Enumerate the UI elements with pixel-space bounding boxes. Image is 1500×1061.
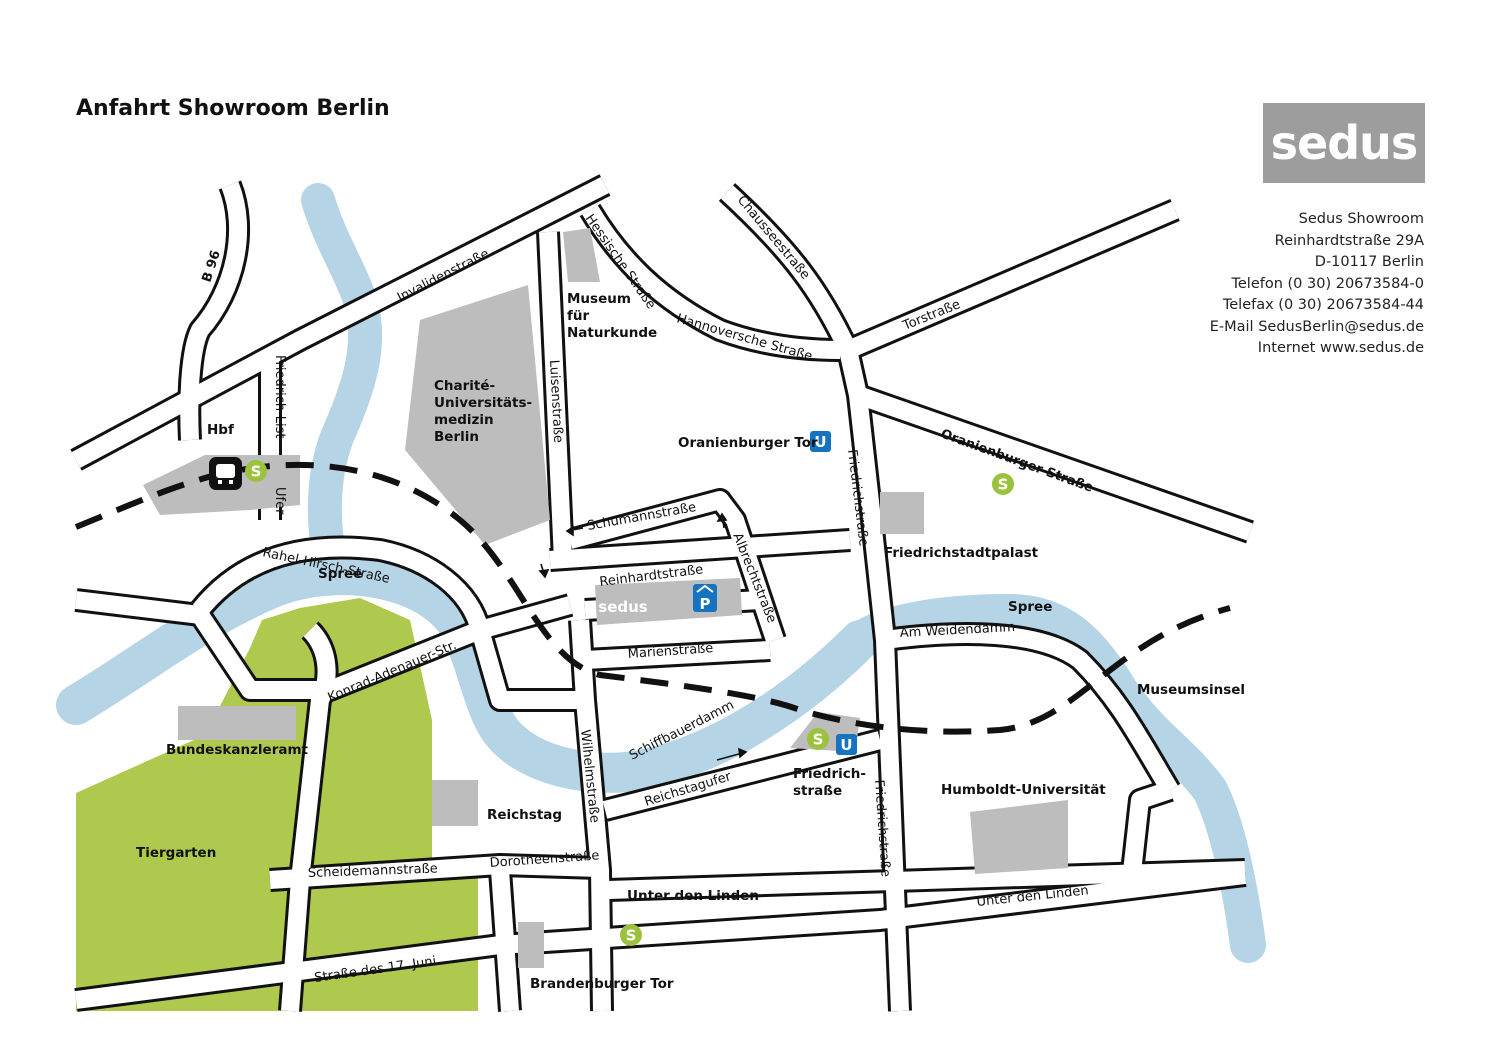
svg-text:U: U: [814, 433, 826, 451]
sedus-building-label: sedus: [598, 598, 648, 616]
label-tiergarten: Tiergarten: [136, 845, 216, 861]
label-charite: medizin: [434, 412, 494, 428]
brandenburger-tor-building: [518, 922, 544, 968]
s-bahn-icon: S: [245, 460, 267, 482]
street-am-weidendamm: Am Weidendamm: [899, 620, 1015, 641]
charite-building: [405, 285, 550, 545]
label-charite: Universitäts-: [434, 395, 532, 411]
svg-text:P: P: [700, 595, 711, 613]
street-marienstrasse: Marienstraße: [627, 641, 714, 662]
hbf-train-icon: [209, 457, 242, 490]
street-ufer: Ufer: [272, 487, 287, 515]
s-bahn-icon: S: [992, 473, 1014, 495]
u-bahn-icon: U: [836, 734, 857, 755]
street-unter-den-linden-west: Unter den Linden: [627, 888, 759, 904]
museum-building: [563, 228, 600, 282]
humboldt-building: [970, 800, 1068, 874]
street-friedrichstrasse-south: Friedrichstraße: [871, 779, 893, 877]
label-museum: Naturkunde: [567, 325, 657, 341]
address-email[interactable]: E-Mail SedusBerlin@sedus.de: [1209, 318, 1424, 335]
reichstag-building: [432, 780, 478, 826]
label-reichstag: Reichstag: [487, 807, 562, 823]
address-fax: Telefax (0 30) 20673584-44: [1222, 297, 1424, 313]
label-friedrichstrasse: Friedrich-: [793, 766, 866, 782]
page-title: Anfahrt Showroom Berlin: [76, 96, 390, 121]
streets: [70, 174, 1254, 1012]
address-street: Reinhardtstraße 29A: [1274, 232, 1424, 249]
label-museum: für: [567, 308, 589, 324]
label-museum: Museum: [567, 291, 631, 307]
label-museumsinsel: Museumsinsel: [1137, 682, 1245, 698]
label-brandenburger-tor: Brandenburger Tor: [530, 976, 674, 992]
svg-text:S: S: [251, 463, 262, 481]
s-bahn-icon: S: [807, 728, 829, 750]
address-company: Sedus Showroom: [1298, 211, 1424, 227]
address-city: D-10117 Berlin: [1314, 254, 1424, 270]
svg-text:S: S: [626, 927, 637, 945]
address-website[interactable]: Internet www.sedus.de: [1257, 340, 1424, 356]
label-hbf: Hbf: [207, 422, 234, 438]
label-friedrichstrasse: straße: [793, 783, 842, 799]
label-spree: Spree: [1008, 599, 1052, 615]
street-scheidemannstrasse: Scheidemannstraße: [308, 861, 438, 881]
direction-arrows: [538, 512, 748, 761]
parking-icon: P: [693, 584, 717, 613]
svg-text:U: U: [840, 736, 852, 754]
address-block: Sedus Showroom Reinhardtstraße 29A D-101…: [1210, 209, 1424, 360]
label-friedrichstadtpalast: Friedrichstadtpalast: [884, 545, 1039, 561]
street-luisenstrasse: Luisenstraße: [546, 359, 565, 443]
street-friedrich-list: Friedrich-List-: [272, 355, 287, 443]
s-bahn-icon: S: [620, 924, 642, 946]
svg-text:S: S: [998, 476, 1009, 494]
label-charite: Charité-: [434, 378, 495, 394]
label-oranienburger-tor: Oranienburger Tor: [678, 435, 818, 451]
place-labels: Hbf Museum für Naturkunde Charité- Unive…: [136, 291, 1245, 992]
label-spree: Spree: [318, 566, 362, 582]
tiergarten-park: [76, 598, 478, 1011]
bundeskanzleramt-building: [178, 706, 296, 740]
label-bundeskanzleramt: Bundeskanzleramt: [166, 742, 309, 758]
svg-text:S: S: [813, 731, 824, 749]
label-charite: Berlin: [434, 429, 479, 445]
label-humboldt: Humboldt-Universität: [941, 782, 1106, 798]
friedrichstadtpalast-building: [880, 492, 924, 534]
sedus-logo: sedus: [1263, 103, 1425, 183]
address-phone: Telefon (0 30) 20673584-0: [1231, 275, 1424, 292]
u-bahn-icon: U: [810, 431, 831, 452]
street-chausseestrasse: Chausseestraße: [734, 193, 813, 283]
